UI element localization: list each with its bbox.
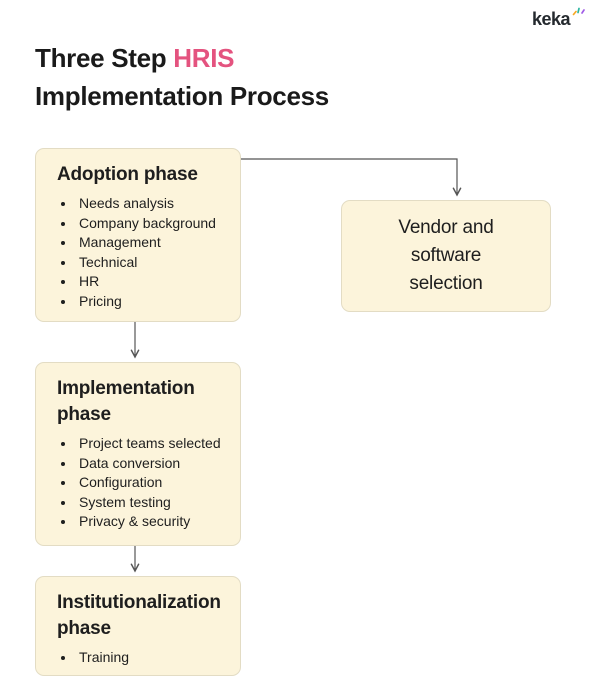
bullet-item: Project teams selected — [76, 434, 228, 454]
adoption-phase-title: Adoption phase — [57, 164, 198, 185]
bullet-item: Technical — [76, 253, 228, 273]
vendor-box-line: Vendor and — [398, 217, 494, 238]
page-title: Three Step HRIS Implementation Process — [35, 39, 329, 115]
bullet-item: Privacy & security — [76, 512, 228, 532]
vendor-selection-box: Vendor and software selection — [341, 200, 551, 312]
bullet-item: Company background — [76, 214, 228, 234]
bullet-item: Configuration — [76, 473, 228, 493]
bullet-item: Pricing — [76, 292, 228, 312]
keka-logo: keka — [531, 7, 586, 30]
vendor-box-line: selection — [409, 273, 483, 294]
adoption-phase-bullet-list: Needs analysisCompany backgroundManageme… — [59, 194, 228, 312]
bullet-item: Data conversion — [76, 454, 228, 474]
institutionalization-phase-box: Institutionalization phase Training — [35, 576, 241, 676]
bullet-item: Needs analysis — [76, 194, 228, 214]
keka-logo-text: keka — [531, 9, 571, 29]
sparkle-icon — [572, 7, 585, 16]
connector-adoption-to-vendor — [241, 158, 457, 195]
institutionalization-phase-title: Institutionalization phase — [57, 592, 221, 639]
implementation-phase-box: Implementation phase Project teams selec… — [35, 362, 241, 546]
bullet-item: System testing — [76, 493, 228, 513]
page-title-prefix: Three Step — [35, 43, 174, 73]
bullet-item: HR — [76, 272, 228, 292]
page-title-highlight: HRIS — [173, 43, 235, 73]
page-title-line2: Implementation Process — [35, 81, 329, 111]
bullet-item: Training — [76, 648, 228, 668]
institutionalization-phase-bullet-list: Training — [59, 648, 228, 668]
vendor-box-line: software — [410, 245, 482, 266]
adoption-phase-box: Adoption phase Needs analysisCompany bac… — [35, 148, 241, 322]
implementation-phase-bullet-list: Project teams selectedData conversionCon… — [59, 434, 228, 532]
implementation-phase-title: Implementation phase — [57, 378, 195, 425]
bullet-item: Management — [76, 233, 228, 253]
